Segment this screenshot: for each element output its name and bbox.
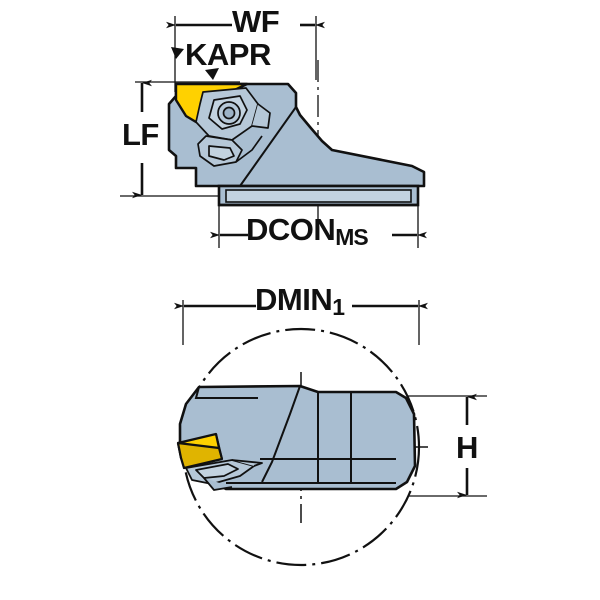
label-dcon-subscript: MS — [335, 223, 368, 250]
clamp-edge-curve — [235, 135, 263, 163]
clamp-screw-torx — [222, 106, 236, 120]
bore-clamp-face — [195, 463, 239, 479]
kapr-arrow-lower — [205, 68, 219, 80]
insert-face-lower — [176, 441, 224, 470]
tool-body-internal-edges — [239, 93, 297, 187]
kapr-arrow-upper — [171, 47, 184, 59]
label-dmin-subscript: 1 — [332, 293, 345, 320]
label-lf: LF — [122, 117, 159, 152]
dimension-kapr — [171, 47, 219, 80]
bottom-view-group — [174, 300, 487, 567]
insert-clamp-assembly — [195, 87, 271, 167]
label-h: H — [456, 430, 478, 465]
bore-edge-top-rib — [194, 386, 258, 399]
top-view-group — [120, 16, 427, 248]
label-wf: WF — [232, 4, 280, 39]
label-dmin-1: DMIN1 — [255, 282, 345, 320]
insert-right-edge — [215, 433, 223, 460]
bore-clamp-tab — [231, 459, 263, 467]
bore-view-internal-edges — [194, 385, 396, 484]
label-dcon-ms: DCONMS — [246, 212, 369, 250]
bore-clamp-tail — [203, 477, 233, 491]
label-kapr: KAPR — [185, 37, 271, 72]
clamp-lever-right — [251, 103, 271, 129]
bore-clamp-assembly — [185, 459, 263, 491]
label-dcon-main: DCON — [246, 212, 336, 247]
label-dmin-main: DMIN — [255, 282, 333, 317]
clamp-lower-pad-face — [208, 145, 235, 161]
shank-plate-inner — [225, 189, 412, 203]
shank-mount-plate — [217, 184, 420, 207]
bore-edge-slant — [261, 385, 301, 483]
body-edge-diagonal — [239, 106, 297, 187]
carbide-insert-bore-view — [176, 432, 224, 470]
